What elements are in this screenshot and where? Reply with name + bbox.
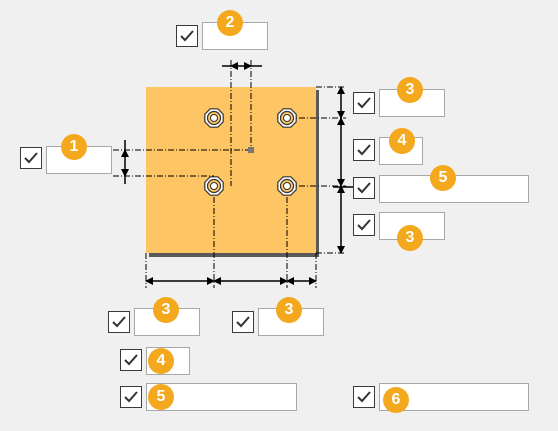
right-top-edge-field[interactable] — [379, 89, 445, 117]
hole-column-offset-checkbox[interactable] — [20, 147, 42, 169]
bottom-left-edge-field[interactable] — [134, 308, 200, 336]
bottom-right-edge-field[interactable] — [258, 308, 324, 336]
bolt-hole-icon — [204, 176, 224, 196]
checkmark-icon — [112, 316, 126, 328]
checkmark-icon — [24, 152, 38, 164]
bottom-right-edge-checkbox[interactable] — [232, 311, 254, 333]
checkmark-icon — [357, 144, 371, 156]
hole-column-offset-field[interactable] — [46, 146, 112, 174]
checkmark-icon — [124, 391, 138, 403]
checkmark-icon — [236, 316, 250, 328]
hole-size-field[interactable] — [379, 383, 529, 411]
right-total-checkbox[interactable] — [353, 177, 375, 199]
bottom-spacing-field[interactable] — [146, 347, 190, 375]
bolt-hole-icon — [277, 176, 297, 196]
bolt-holes — [204, 108, 297, 196]
right-spacing-checkbox[interactable] — [353, 139, 375, 161]
hole-size-checkbox[interactable] — [353, 386, 375, 408]
center-lines — [113, 60, 346, 288]
right-total-field[interactable] — [379, 175, 529, 203]
right-top-edge-checkbox[interactable] — [353, 92, 375, 114]
center-offset-top-field[interactable] — [202, 22, 268, 50]
bolt-hole-icon — [277, 108, 297, 128]
bolt-hole-icon — [204, 108, 224, 128]
checkmark-icon — [180, 30, 194, 42]
dimension-lines — [121, 62, 357, 285]
center-offset-top-checkbox[interactable] — [176, 25, 198, 47]
right-bottom-edge-checkbox[interactable] — [353, 214, 375, 236]
right-bottom-edge-field[interactable] — [379, 212, 445, 240]
checkmark-icon — [124, 354, 138, 366]
right-spacing-field[interactable] — [379, 137, 423, 165]
checkmark-icon — [357, 182, 371, 194]
bottom-total-field[interactable] — [146, 383, 297, 411]
checkmark-icon — [357, 97, 371, 109]
center-point — [248, 147, 254, 153]
bottom-total-checkbox[interactable] — [120, 386, 142, 408]
bottom-spacing-checkbox[interactable] — [120, 349, 142, 371]
checkmark-icon — [357, 219, 371, 231]
checkmark-icon — [357, 391, 371, 403]
bottom-left-edge-checkbox[interactable] — [108, 311, 130, 333]
